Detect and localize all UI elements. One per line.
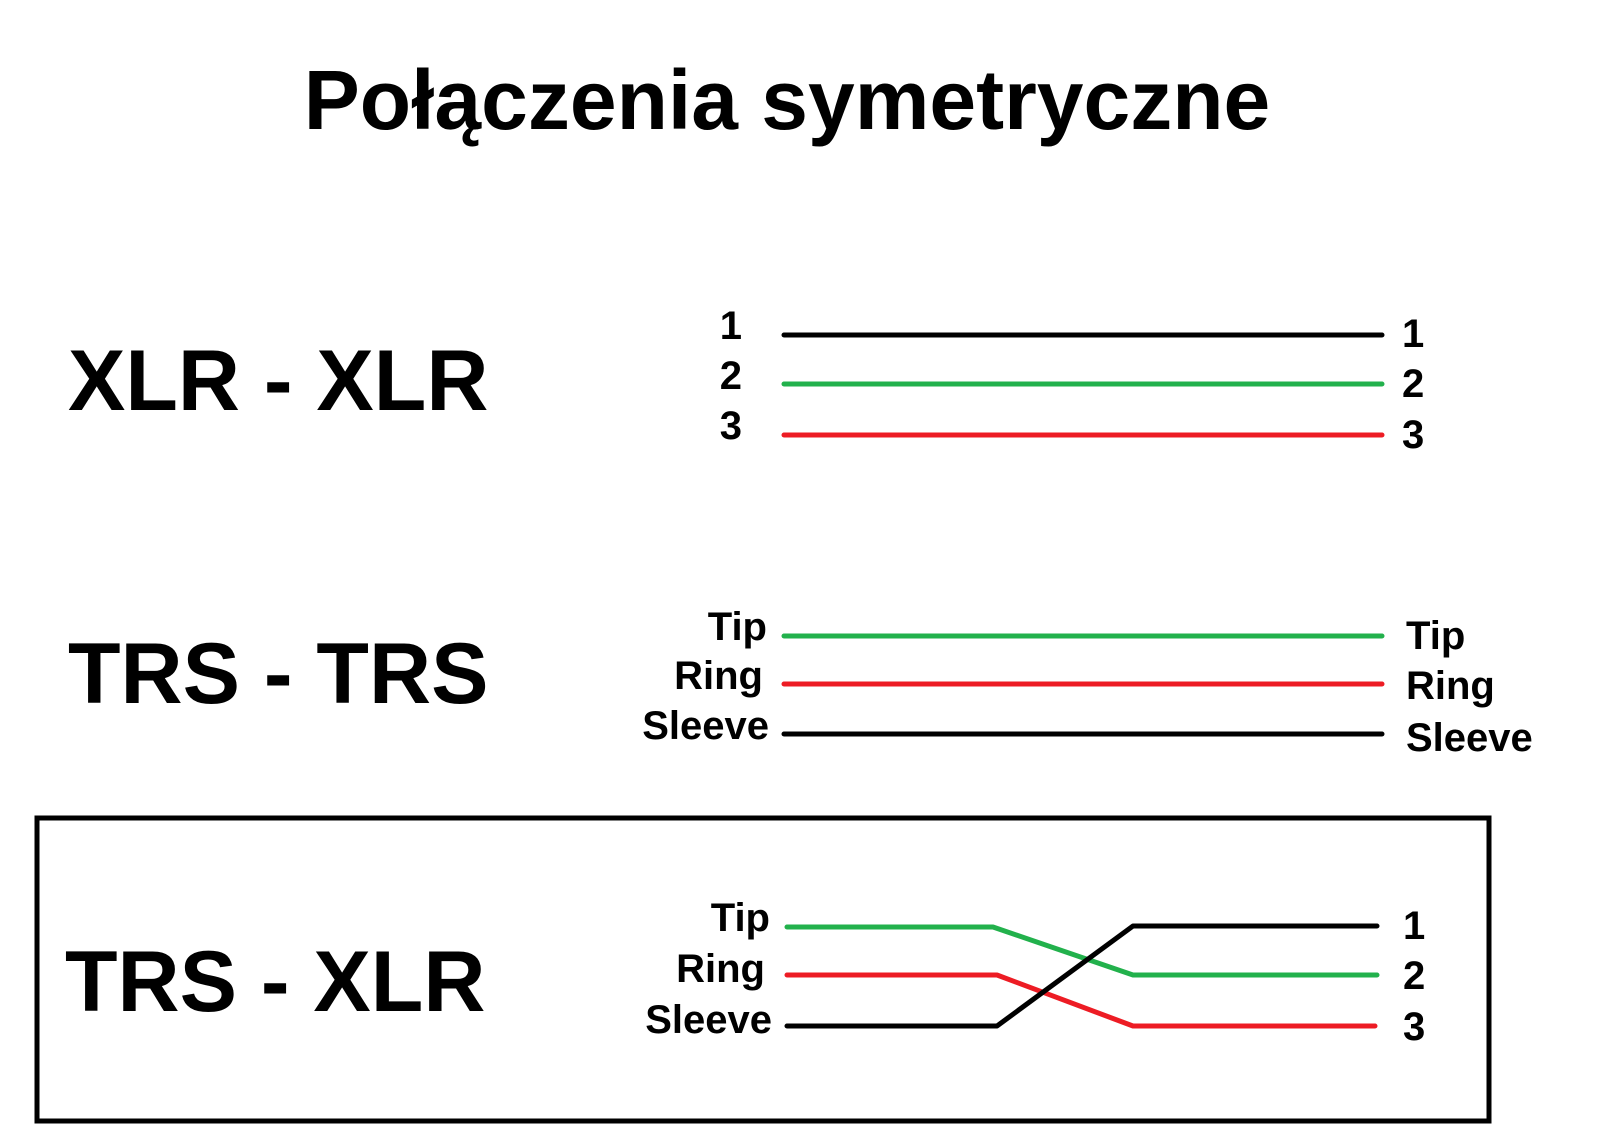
section-trs-trs: TRS - TRS Tip Ring Sleeve Tip Ring Sleev… — [68, 605, 1533, 760]
right-pin-sleeve: Sleeve — [1406, 716, 1533, 760]
right-pin-3: 3 — [1402, 413, 1424, 457]
left-pin-ring: Ring — [674, 654, 763, 698]
left-pin-ring: Ring — [676, 947, 765, 991]
wire-ring-3 — [784, 972, 1378, 1029]
section-label-trs-xlr: TRS - XLR — [65, 934, 485, 1030]
section-xlr-xlr: XLR - XLR 1 2 3 1 2 3 — [68, 304, 1424, 457]
section-label-trs-trs: TRS - TRS — [68, 626, 488, 722]
right-pin-1: 1 — [1403, 904, 1425, 948]
section-trs-xlr: TRS - XLR Tip Ring Sleeve 1 2 3 — [34, 815, 1492, 1124]
right-pin-2: 2 — [1403, 954, 1425, 998]
right-pin-1: 1 — [1402, 312, 1424, 356]
page-title: Połączenia symetryczne — [304, 53, 1271, 147]
right-pin-2: 2 — [1402, 362, 1424, 406]
left-pin-tip: Tip — [711, 896, 770, 940]
right-pin-3: 3 — [1403, 1005, 1425, 1049]
left-pin-tip: Tip — [708, 605, 767, 649]
wire-sleeve-1 — [784, 923, 1380, 1029]
left-pin-2: 2 — [720, 354, 742, 398]
right-pin-ring: Ring — [1406, 664, 1495, 708]
highlight-box — [34, 815, 1492, 1124]
left-pin-1: 1 — [720, 304, 742, 348]
right-pin-tip: Tip — [1406, 614, 1465, 658]
left-pin-sleeve: Sleeve — [642, 704, 769, 748]
left-pin-sleeve: Sleeve — [645, 998, 772, 1042]
section-label-xlr-xlr: XLR - XLR — [68, 333, 488, 429]
wire-tip-2 — [784, 924, 1380, 978]
left-pin-3: 3 — [720, 404, 742, 448]
